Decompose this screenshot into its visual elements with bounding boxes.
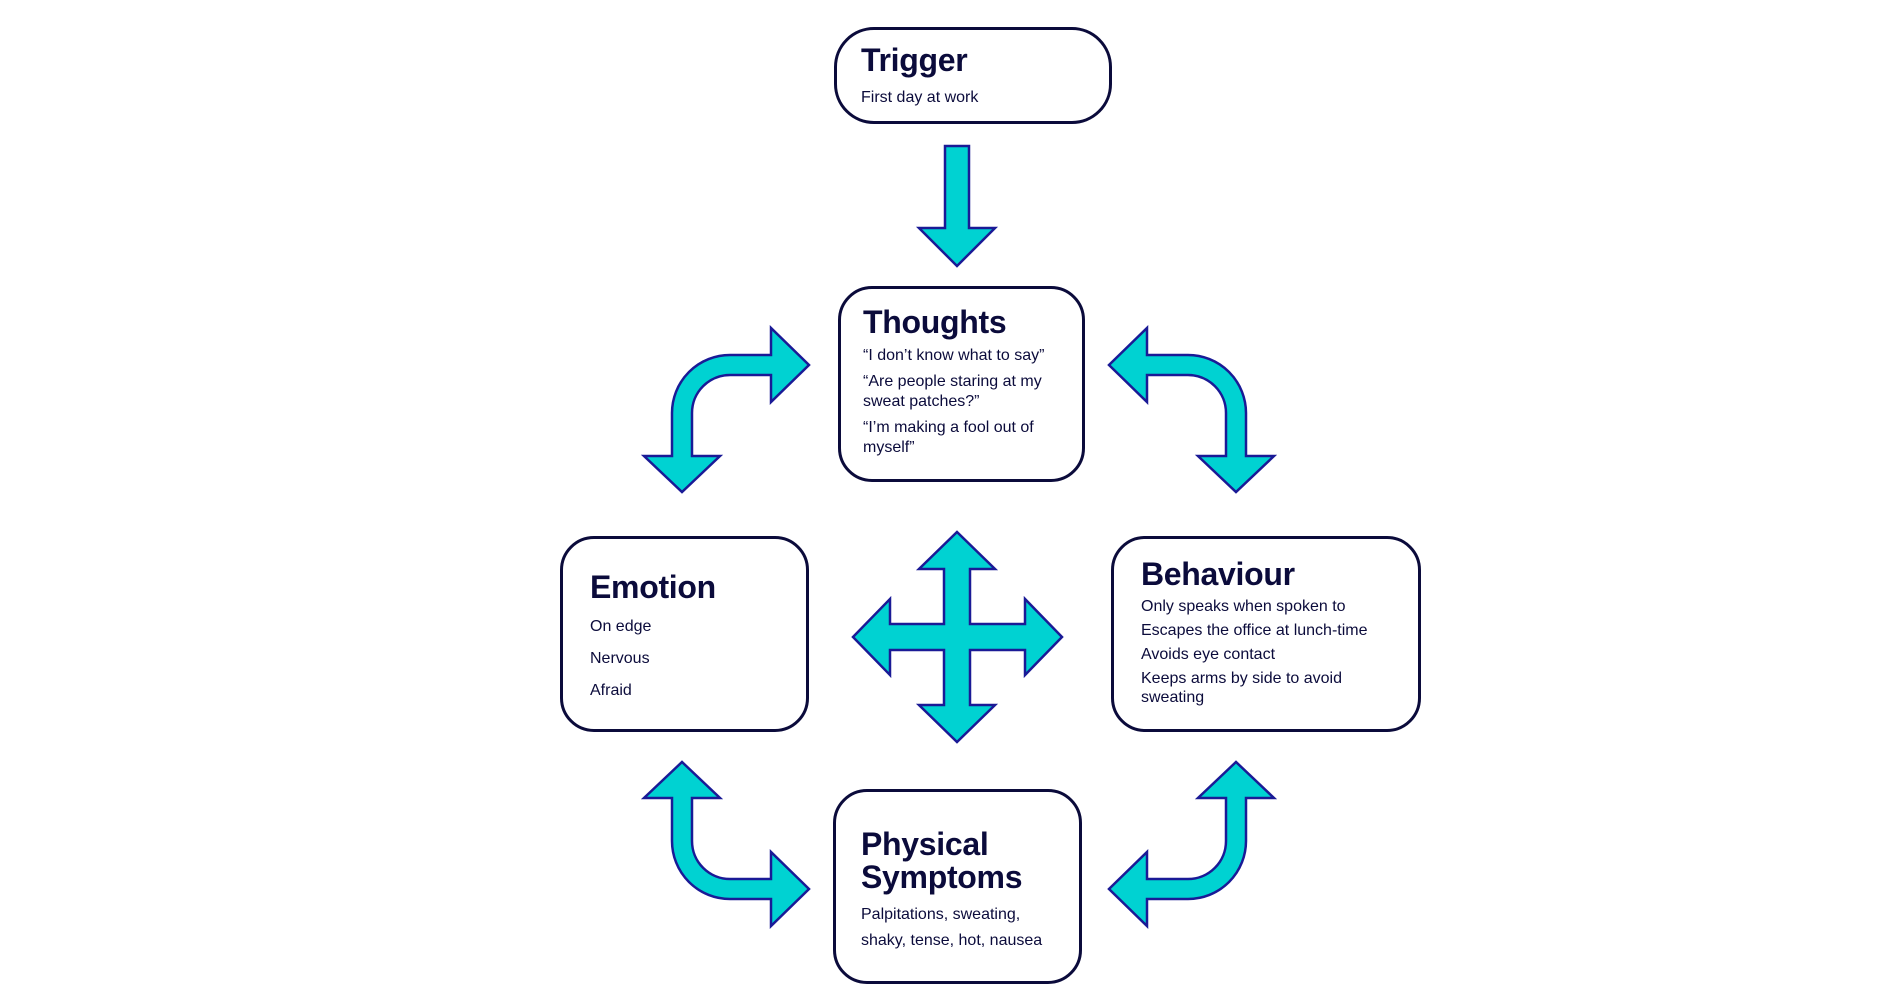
behaviour-box: Behaviour Only speaks when spoken to Esc… — [1111, 536, 1421, 732]
physical-title-line2: Symptoms — [861, 859, 1023, 895]
trigger-box: Trigger First day at work — [834, 27, 1112, 124]
thought-item: “I’m making a fool out of myself” — [863, 419, 1034, 456]
behaviour-item: Avoids eye contact — [1141, 646, 1276, 663]
thought-item: “I don’t know what to say” — [863, 347, 1045, 364]
arrow-behaviour-physical — [1107, 760, 1276, 928]
arrow-trigger-to-thoughts — [915, 144, 999, 268]
thought-item: “Are people staring at my sweat patches?… — [863, 373, 1042, 410]
physical-title-line1: Physical — [861, 826, 989, 862]
behaviour-item: Keeps arms by side to avoid sweating — [1141, 670, 1342, 706]
trigger-title: Trigger — [861, 42, 968, 78]
thoughts-box: Thoughts “I don’t know what to say” “Are… — [838, 286, 1085, 482]
emotion-title: Emotion — [590, 569, 716, 605]
emotion-item: On edge — [590, 618, 652, 635]
behaviour-item: Only speaks when spoken to — [1141, 598, 1346, 615]
behaviour-title: Behaviour — [1141, 556, 1295, 592]
emotion-item: Afraid — [590, 682, 632, 699]
arrow-thoughts-behaviour — [1107, 326, 1276, 494]
arrow-thoughts-emotion — [640, 325, 811, 494]
trigger-item: First day at work — [861, 89, 979, 106]
arrow-emotion-physical — [642, 760, 811, 928]
behaviour-item: Escapes the office at lunch-time — [1141, 622, 1368, 639]
physical-symptoms-box: Physical Symptoms Palpitations, sweating… — [833, 789, 1082, 984]
physical-item: Palpitations, sweating, shaky, tense, ho… — [861, 906, 1043, 949]
thoughts-title: Thoughts — [863, 304, 1007, 340]
emotion-box: Emotion On edge Nervous Afraid — [560, 536, 809, 732]
emotion-item: Nervous — [590, 650, 650, 667]
four-way-arrow — [851, 530, 1064, 744]
